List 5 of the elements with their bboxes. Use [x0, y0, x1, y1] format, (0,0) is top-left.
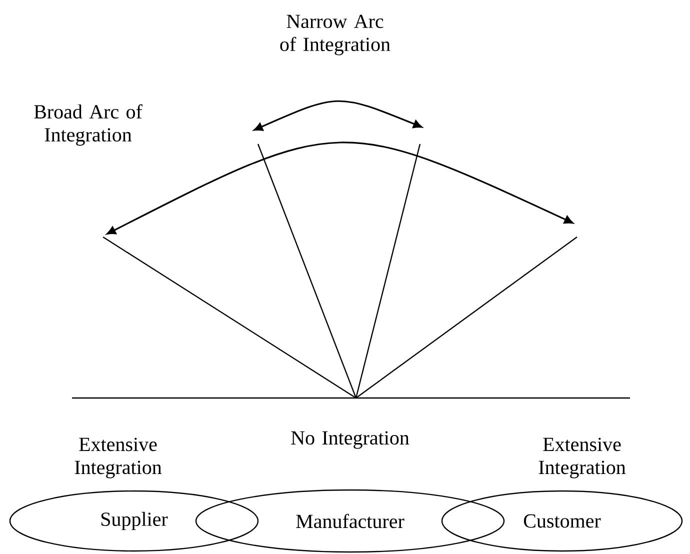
text-label: No Integration: [291, 431, 410, 449]
text-label: Narrow Arc of Integration: [280, 14, 390, 56]
text-label: Broad Arc of Integration: [34, 104, 142, 146]
text-label: Extensive Integration: [538, 438, 626, 478]
text-label: Extensive Integration: [74, 438, 162, 478]
